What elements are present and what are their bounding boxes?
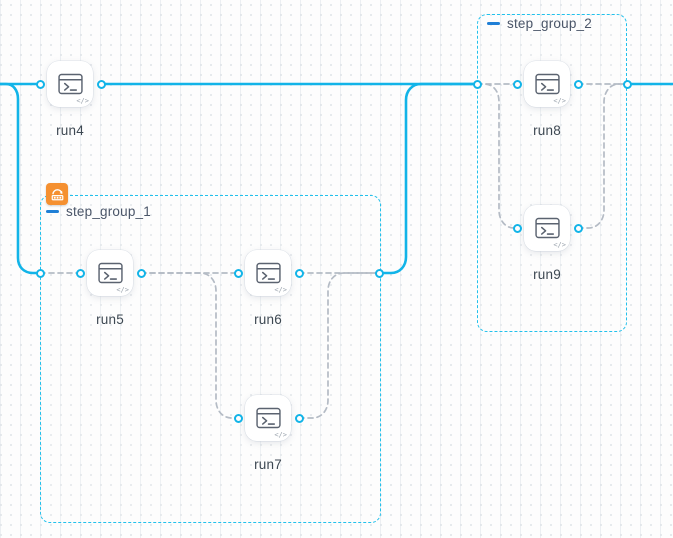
group-loop-icon (46, 183, 68, 205)
terminal-icon (255, 262, 281, 284)
port-step_group_1-input[interactable] (35, 268, 45, 278)
port-run4-output[interactable] (96, 79, 106, 89)
code-icon: </> (553, 97, 566, 105)
collapse-dash-icon[interactable] (487, 22, 500, 25)
collapse-dash-icon[interactable] (46, 210, 59, 213)
port-run5-input[interactable] (75, 268, 85, 278)
terminal-icon (534, 217, 560, 239)
code-icon: </> (274, 431, 287, 439)
node-label-run4: run4 (56, 123, 84, 138)
node-run6[interactable]: </> (245, 250, 291, 296)
node-label-run6: run6 (254, 312, 282, 327)
port-run7-output[interactable] (294, 413, 304, 423)
terminal-icon (534, 73, 560, 95)
port-run4-input[interactable] (35, 79, 45, 89)
node-run7[interactable]: </> (245, 395, 291, 441)
port-run9-input[interactable] (512, 223, 522, 233)
node-run8[interactable]: </> (524, 61, 570, 107)
port-run6-input[interactable] (233, 268, 243, 278)
group-label-step_group_1[interactable]: step_group_1 (46, 204, 151, 219)
code-icon: </> (553, 241, 566, 249)
port-run9-output[interactable] (573, 223, 583, 233)
node-label-run7: run7 (254, 457, 282, 472)
node-label-run5: run5 (96, 312, 124, 327)
port-run8-input[interactable] (512, 79, 522, 89)
group-title: step_group_2 (507, 16, 592, 31)
port-step_group_2-input[interactable] (472, 79, 482, 89)
group-step_group_1[interactable] (40, 195, 381, 523)
node-label-run9: run9 (533, 267, 561, 282)
port-run5-output[interactable] (136, 268, 146, 278)
group-label-step_group_2[interactable]: step_group_2 (487, 16, 592, 31)
port-run8-output[interactable] (573, 79, 583, 89)
node-label-run8: run8 (533, 123, 561, 138)
terminal-icon (97, 262, 123, 284)
terminal-icon (57, 73, 83, 95)
group-title: step_group_1 (66, 204, 151, 219)
node-run4[interactable]: </> (47, 61, 93, 107)
port-run7-input[interactable] (233, 413, 243, 423)
code-icon: </> (76, 97, 89, 105)
node-run9[interactable]: </> (524, 205, 570, 251)
code-icon: </> (274, 286, 287, 294)
port-step_group_2-output[interactable] (622, 79, 632, 89)
code-icon: </> (116, 286, 129, 294)
node-run5[interactable]: </> (87, 250, 133, 296)
port-run6-output[interactable] (294, 268, 304, 278)
port-step_group_1-output[interactable] (374, 268, 384, 278)
terminal-icon (255, 407, 281, 429)
